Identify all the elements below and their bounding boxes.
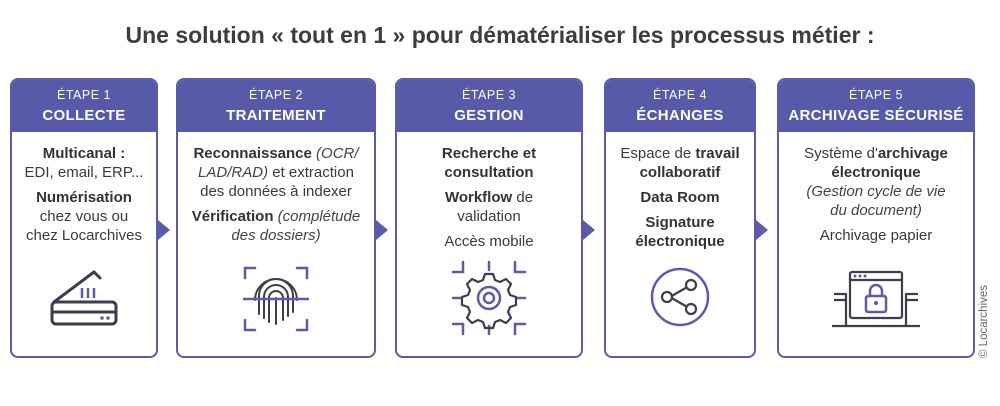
flow-arrow	[158, 220, 170, 240]
step-text: Multicanal :	[42, 145, 126, 162]
share-icon	[650, 267, 710, 327]
step-text: Workflow	[444, 189, 513, 206]
step-header: ÉTAPE 5 ARCHIVAGE SÉCURISÉ	[779, 80, 973, 132]
step-header: ÉTAPE 1 COLLECTE	[12, 80, 156, 132]
step-text: des dossiers)	[231, 227, 321, 244]
step-text: Accès mobile	[444, 233, 534, 250]
step-text: Signature	[645, 214, 715, 231]
step-text: électronique	[831, 164, 921, 181]
step-collecte: ÉTAPE 1 COLLECTE Multicanal : EDI, email…	[10, 78, 158, 358]
step-text: archivage	[877, 145, 948, 162]
step-description: Recherche et consultation Workflow de va…	[397, 132, 581, 251]
step-description: Espace de travail collaboratif Data Room…	[606, 132, 754, 251]
step-text: EDI, email, ERP...	[24, 164, 144, 181]
step-text: Recherche et	[441, 145, 537, 162]
step-text: chez vous ou	[39, 208, 129, 225]
copyright: © Locarchives	[978, 284, 990, 358]
step-text: Numérisation	[36, 189, 132, 206]
page-title: Une solution « tout en 1 » pour dématéri…	[125, 22, 875, 48]
step-text: Archivage papier	[819, 227, 933, 244]
step-text: (OCR/	[311, 145, 359, 162]
step-text: Vérification	[191, 208, 274, 225]
step-text: du document)	[830, 202, 922, 219]
step-text: validation	[457, 208, 521, 225]
step-text: collaboratif	[639, 164, 721, 181]
fingerprint-icon	[243, 266, 309, 332]
step-text: des données à indexer	[200, 183, 352, 200]
flow-arrow	[376, 220, 388, 240]
step-text: Espace de	[620, 145, 696, 162]
step-name: ARCHIVAGE SÉCURISÉ	[788, 107, 964, 124]
step-text: (complétude	[273, 208, 361, 225]
step-header: ÉTAPE 2 TRAITEMENT	[178, 80, 374, 132]
step-text: consultation	[444, 164, 534, 181]
step-text: Reconnaissance	[193, 145, 312, 162]
step-name: ÉCHANGES	[636, 107, 724, 124]
step-text: de	[512, 189, 534, 206]
flow-arrow	[583, 220, 595, 240]
step-name: COLLECTE	[42, 107, 126, 124]
step-description: Reconnaissance (OCR/ LAD/RAD) et extract…	[178, 132, 374, 245]
step-echanges: ÉTAPE 4 ÉCHANGES Espace de travail colla…	[604, 78, 756, 358]
step-traitement: ÉTAPE 2 TRAITEMENT Reconnaissance (OCR/ …	[176, 78, 376, 358]
step-header: ÉTAPE 3 GESTION	[397, 80, 581, 132]
step-text: Data Room	[640, 189, 720, 206]
step-text: LAD/RAD)	[198, 164, 269, 181]
step-gestion: ÉTAPE 3 GESTION Recherche et consultatio…	[395, 78, 583, 358]
step-text: chez Locarchives	[26, 227, 142, 244]
step-text: et extraction	[268, 164, 354, 181]
scanner-icon	[50, 270, 118, 326]
step-text: Système d'	[804, 145, 878, 162]
step-header: ÉTAPE 4 ÉCHANGES	[606, 80, 754, 132]
step-text: électronique	[635, 233, 725, 250]
step-description: Multicanal : EDI, email, ERP... Numérisa…	[12, 132, 156, 245]
step-number: ÉTAPE 2	[249, 88, 303, 102]
step-description: Système d'archivage électronique (Gestio…	[779, 132, 973, 245]
flow-arrow	[756, 220, 768, 240]
step-number: ÉTAPE 1	[57, 88, 111, 102]
step-text: (Gestion cycle de vie	[806, 183, 946, 200]
step-archivage: ÉTAPE 5 ARCHIVAGE SÉCURISÉ Système d'arc…	[777, 78, 975, 358]
step-number: ÉTAPE 5	[849, 88, 903, 102]
gear-icon	[451, 260, 527, 336]
step-name: TRAITEMENT	[226, 107, 326, 124]
step-text: travail	[695, 145, 740, 162]
step-name: GESTION	[454, 107, 524, 124]
step-number: ÉTAPE 4	[653, 88, 707, 102]
step-number: ÉTAPE 3	[462, 88, 516, 102]
secure-archive-icon	[832, 270, 920, 328]
